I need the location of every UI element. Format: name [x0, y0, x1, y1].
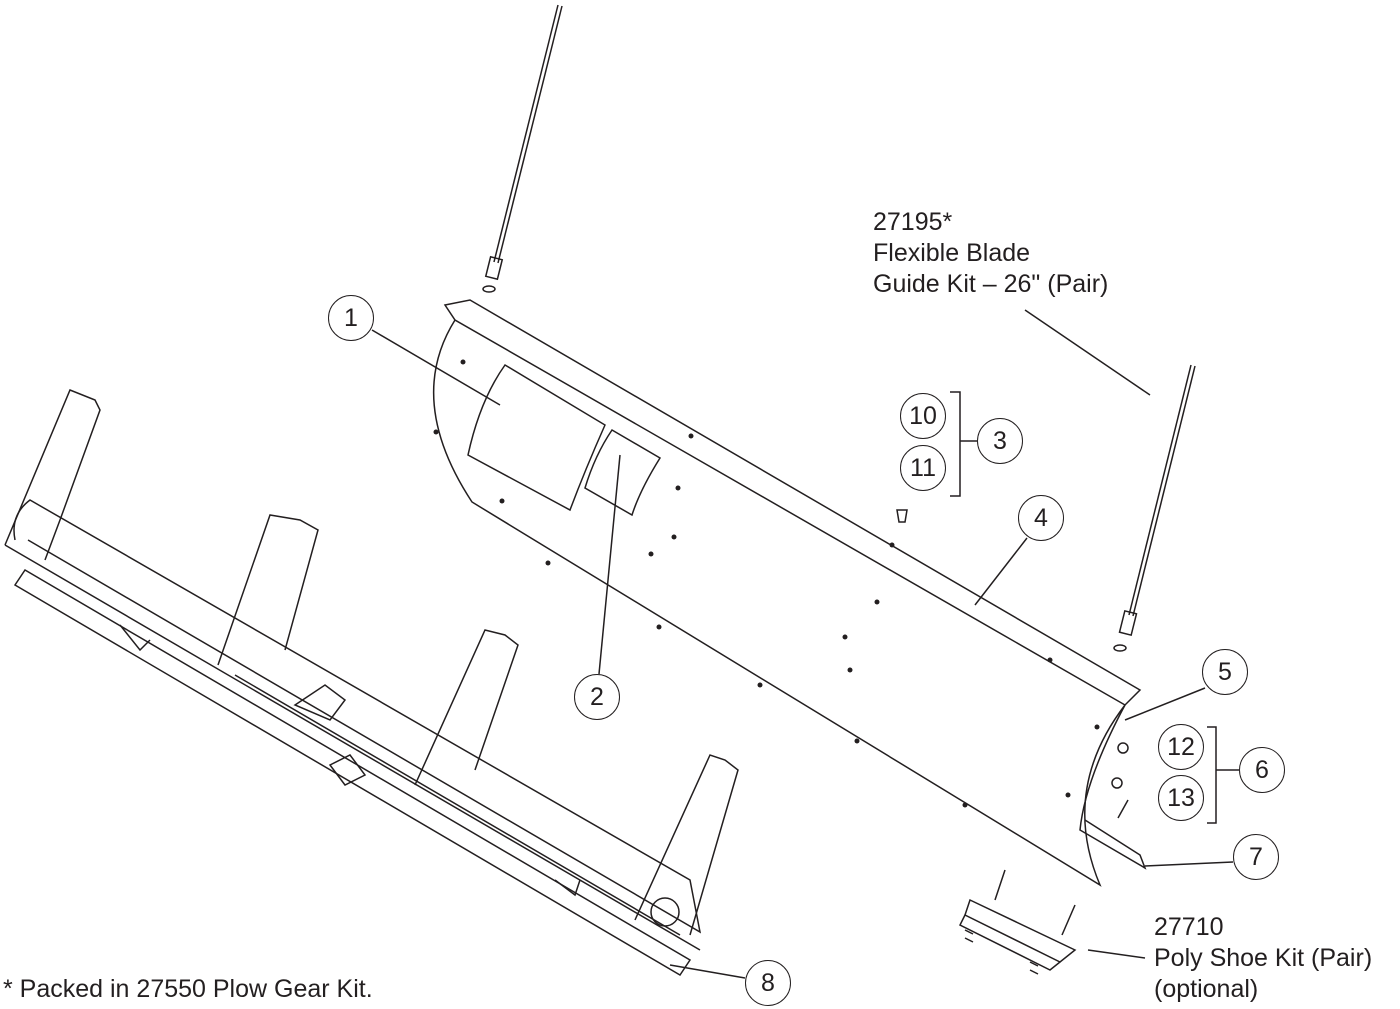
callout-12: 12	[1158, 724, 1204, 770]
guide-kit-name-line2: Guide Kit – 26" (Pair)	[873, 270, 1109, 298]
moldboard-blade	[432, 299, 1147, 887]
decal-large	[467, 364, 606, 512]
poly-shoe	[958, 869, 1077, 975]
leader-lines	[371, 309, 1239, 979]
left-blade-guide-rod	[482, 4, 563, 293]
callout-4: 4	[1018, 495, 1064, 541]
blade-frame-assembly	[4, 389, 739, 977]
poly-shoe-optional: (optional)	[1154, 975, 1259, 1003]
bolt-hardware	[896, 509, 1129, 819]
poly-shoe-name: Poly Shoe Kit (Pair)	[1154, 944, 1373, 972]
callout-13: 13	[1158, 775, 1204, 821]
callout-1: 1	[328, 295, 374, 341]
poly-shoe-part-number: 27710	[1154, 913, 1224, 941]
callout-11: 11	[900, 445, 946, 491]
right-blade-guide-rod	[1113, 364, 1196, 652]
callout-6: 6	[1239, 747, 1285, 793]
decal-small	[584, 428, 662, 517]
callout-10: 10	[900, 393, 946, 439]
callout-8: 8	[745, 960, 791, 1006]
guide-kit-name-line1: Flexible Blade	[873, 239, 1031, 267]
callout-5: 5	[1202, 649, 1248, 695]
footnote: * Packed in 27550 Plow Gear Kit.	[3, 975, 373, 1003]
callout-3: 3	[977, 418, 1023, 464]
callout-2: 2	[574, 674, 620, 720]
guide-kit-part-number: 27195*	[873, 208, 953, 236]
callout-7: 7	[1233, 834, 1279, 880]
